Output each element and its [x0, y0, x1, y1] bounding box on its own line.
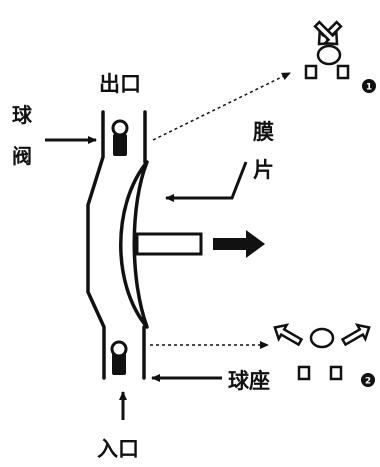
top-marker: 1 — [362, 79, 376, 93]
outlet-ball-valve — [111, 119, 129, 156]
bottom-detail-seat-right — [329, 365, 343, 381]
bottom-detail-seat-left — [297, 365, 311, 381]
actuator-rod — [135, 232, 203, 256]
membrane-label-line2: 片 — [253, 158, 274, 182]
membrane-label-line1: 膜 — [253, 120, 274, 144]
actuator-arrow — [213, 230, 265, 258]
channel-left-wall — [86, 110, 106, 380]
membrane — [119, 160, 149, 329]
inlet-ball-valve — [110, 340, 128, 375]
inlet-label: 入口 — [97, 437, 139, 461]
bottom-detail-ball — [309, 327, 335, 349]
top-detail-view — [304, 20, 350, 80]
top-right-outline-arrow-icon — [313, 20, 339, 46]
flow-channel — [86, 110, 147, 380]
top-detail-seat-left — [304, 64, 318, 80]
bottom-detail-view — [273, 323, 371, 381]
outlet-label: 出口 — [99, 72, 141, 96]
bottom-left-outline-arrow-icon — [273, 323, 304, 347]
outlet-valve-body — [113, 134, 127, 156]
membrane-pointer — [165, 161, 248, 202]
top-detail-ball — [316, 44, 342, 66]
inlet-valve-ball — [110, 340, 128, 358]
ball-valve-label-line2: 阀 — [12, 144, 32, 168]
outlet-valve-ball — [111, 119, 129, 137]
bottom-marker: 2 — [361, 373, 375, 387]
top-detail-leader — [152, 72, 291, 141]
inlet-valve-body — [112, 353, 126, 375]
top-marker-number: 1 — [366, 83, 372, 93]
top-detail-seat-right — [336, 64, 350, 80]
bottom-marker-number: 2 — [365, 377, 371, 387]
bottom-right-outline-arrow-icon — [340, 323, 371, 347]
valve-seat-label: 球座 — [228, 369, 270, 393]
ball-valve-label-line1: 球 — [12, 103, 33, 127]
